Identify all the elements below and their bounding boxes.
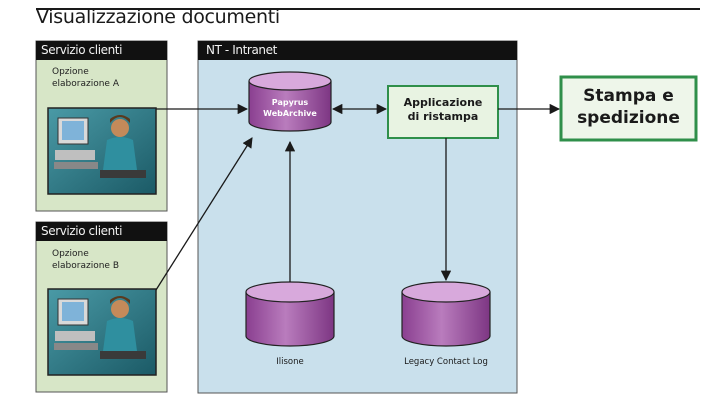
ilisone-database [245, 281, 335, 347]
option-a-line2: elaborazione A [52, 79, 119, 89]
left-panel-2-title: Servizio clienti [41, 224, 123, 238]
reprint-label-line1: Applicazione [403, 96, 483, 109]
option-b-line1: Opzione [52, 249, 89, 259]
workstation-image-b [47, 288, 157, 376]
print-ship-label-line1: Stampa e [583, 86, 674, 106]
webarchive-label-line1: Papyrus [271, 98, 309, 107]
legacy-contact-log-database [401, 281, 491, 347]
webarchive-database [248, 71, 332, 132]
intranet-title: NT - Intranet [206, 43, 277, 57]
intranet-header [198, 41, 517, 60]
left-panel-1-header [36, 41, 167, 60]
option-a-line1: Opzione [52, 67, 89, 77]
left-panel-1-title: Servizio clienti [41, 43, 123, 57]
reprint-label-line2: di ristampa [407, 110, 479, 123]
left-panel-2-header [36, 222, 167, 241]
workstation-image-a [47, 107, 157, 195]
arrow-b-to-webarchive [155, 137, 253, 291]
print-ship-box [559, 75, 698, 142]
webarchive-label-line2: WebArchive [263, 109, 317, 118]
legacy-contact-log-label: Legacy Contact Log [404, 357, 488, 367]
ilisone-label: Ilisone [276, 357, 304, 367]
page-title: Visualizzazione documenti [36, 6, 280, 28]
reprint-app-box [387, 85, 499, 139]
option-b-line2: elaborazione B [52, 261, 119, 271]
print-ship-label-line2: spedizione [577, 108, 680, 128]
